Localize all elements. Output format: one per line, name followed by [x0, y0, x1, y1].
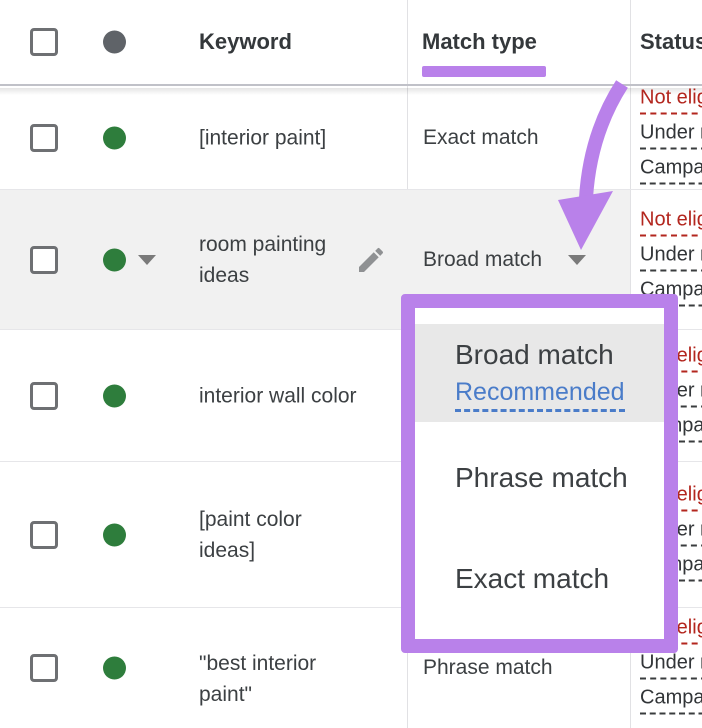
header-shadow — [0, 88, 702, 95]
status-line: Under review — [640, 651, 702, 680]
column-header-keyword[interactable]: Keyword — [199, 29, 292, 54]
status-dot-icon — [103, 656, 126, 680]
status-line: Under review — [640, 242, 702, 271]
recommended-link[interactable]: Recommended — [455, 379, 625, 412]
match-type-cell[interactable]: Broad match — [423, 247, 543, 271]
table-header-row: Keyword Match type Status — [0, 0, 702, 86]
row-checkbox[interactable] — [30, 654, 58, 682]
header-status-dot-icon — [103, 30, 126, 54]
column-header-match-type[interactable]: Match type — [422, 29, 537, 54]
select-all-checkbox[interactable] — [30, 28, 58, 56]
status-cell: Not eligible Under review Campaign pause… — [640, 207, 702, 312]
status-line: Campaign paused — [640, 155, 702, 184]
row-checkbox[interactable] — [30, 123, 58, 152]
table-row: [interior paint] Exact match Not eligibl… — [0, 86, 702, 190]
column-header-status[interactable]: Status — [640, 29, 702, 54]
dropdown-item-exact-match[interactable]: Exact match — [455, 563, 610, 594]
edit-pencil-icon[interactable] — [355, 244, 387, 276]
dropdown-item-broad-match[interactable]: Broad match Recommended — [415, 324, 664, 422]
match-type-dropdown-caret-icon[interactable] — [568, 254, 586, 265]
keyword-cell: room painting ideas — [199, 232, 327, 287]
match-type-cell: Phrase match — [423, 656, 553, 679]
match-type-cell: Exact match — [423, 125, 539, 149]
status-line: Not eligible — [640, 207, 702, 236]
status-cell: Not eligible Under review Campaign pause… — [640, 85, 702, 190]
dropdown-item-phrase-match[interactable]: Phrase match — [455, 462, 628, 493]
match-type-dropdown-menu: Broad match Recommended Phrase match Exa… — [401, 294, 678, 653]
keyword-cell: "best interior paint" — [199, 652, 317, 706]
status-dot-icon — [103, 384, 126, 407]
match-type-highlight-underline — [422, 66, 546, 77]
status-dot-icon — [103, 126, 126, 149]
row-checkbox[interactable] — [30, 381, 58, 410]
status-line: Campaign paused — [640, 686, 702, 715]
status-line: Under review — [640, 120, 702, 149]
keyword-cell: [paint color ideas] — [199, 507, 302, 562]
keyword-cell: interior wall color — [199, 384, 357, 407]
status-dot-icon[interactable] — [103, 248, 126, 271]
keyword-cell: [interior paint] — [199, 126, 327, 149]
row-checkbox[interactable] — [30, 245, 58, 274]
status-line: Not eligible — [640, 85, 702, 114]
dropdown-item-label: Broad match — [455, 339, 614, 370]
row-checkbox[interactable] — [30, 520, 58, 549]
status-dot-icon — [103, 523, 126, 546]
status-dropdown-caret-icon[interactable] — [138, 254, 156, 265]
